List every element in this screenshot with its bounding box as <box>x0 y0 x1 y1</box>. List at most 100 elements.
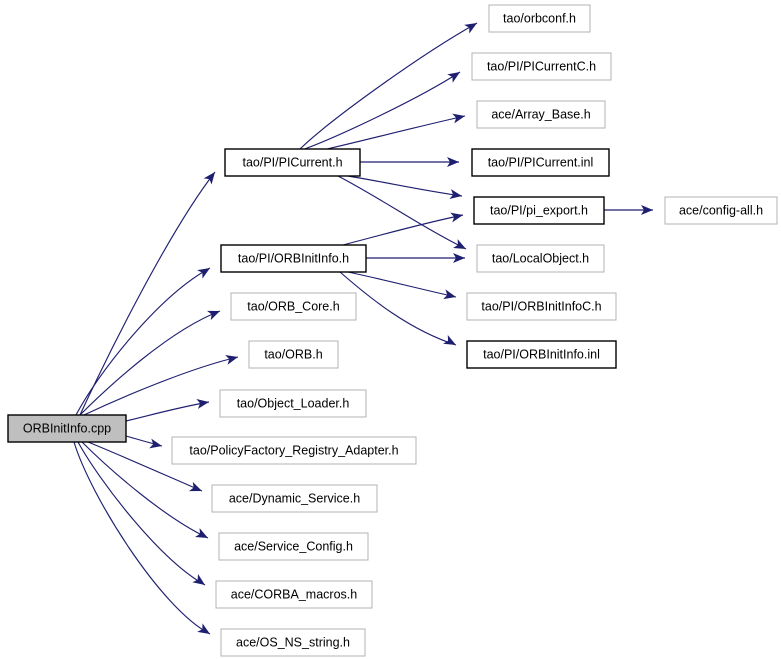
edge-picurrent-to-orbconf <box>299 22 478 150</box>
edge-root-to-orb_core <box>79 310 221 416</box>
node-picurrent_inl[interactable]: tao/PI/PICurrent.inl <box>471 148 610 177</box>
edge-line <box>299 22 478 150</box>
arrowhead-icon <box>464 23 477 34</box>
arrowhead-icon <box>641 205 653 215</box>
edge-line <box>79 171 216 416</box>
node-picurrent[interactable]: tao/PI/PICurrent.h <box>224 148 361 177</box>
node-box[interactable] <box>224 148 361 177</box>
arrowhead-icon <box>443 334 456 345</box>
arrowhead-icon <box>452 113 465 124</box>
arrowhead-icon <box>196 398 209 409</box>
edge-orbinitinfo_h-to-orbinitinfoc <box>347 271 457 300</box>
node-localobject[interactable]: tao/LocalObject.h <box>476 244 605 273</box>
edge-line <box>301 71 461 151</box>
node-box[interactable] <box>219 389 367 418</box>
edge-line <box>342 214 464 246</box>
node-box[interactable] <box>220 244 367 273</box>
edge-root-to-corba_macros <box>77 441 206 586</box>
node-box[interactable] <box>248 340 339 369</box>
node-box[interactable] <box>664 196 778 225</box>
node-box[interactable] <box>230 292 357 321</box>
edge-line <box>326 115 466 150</box>
nodes-layer: tao/orbconf.h tao/PI/PICurrentC.h ace/Arra… <box>7 4 778 657</box>
node-orbconf[interactable]: tao/orbconf.h <box>488 4 591 33</box>
arrowhead-icon <box>149 438 162 449</box>
arrowhead-icon <box>449 189 462 200</box>
edge-picurrent-to-array_base <box>326 113 466 150</box>
edge-root-to-dynamic_svc <box>87 441 203 492</box>
arrowhead-icon <box>195 528 208 538</box>
edge-orbinitinfo_h-to-localobject <box>366 253 465 263</box>
node-config_all[interactable]: ace/config-all.h <box>664 196 778 225</box>
node-service_config[interactable]: ace/Service_Config.h <box>218 532 369 561</box>
node-picurrentc[interactable]: tao/PI/PICurrentC.h <box>471 52 612 81</box>
node-box[interactable] <box>473 196 605 225</box>
node-policyfactory[interactable]: tao/PolicyFactory_Registry_Adapter.h <box>171 436 417 465</box>
edge-picurrent-to-localobject <box>337 175 467 250</box>
edge-line <box>75 267 211 416</box>
node-object_loader[interactable]: tao/Object_Loader.h <box>219 389 367 418</box>
edge-line <box>81 441 209 539</box>
edge-line <box>73 441 211 635</box>
node-box[interactable] <box>218 532 369 561</box>
arrowhead-icon <box>447 72 460 83</box>
node-os_ns_string[interactable]: ace/OS_NS_string.h <box>220 628 366 657</box>
arrowhead-icon <box>453 239 466 249</box>
edge-line <box>83 356 239 416</box>
node-root[interactable]: ORBInitInfo.cpp <box>7 414 127 443</box>
edge-line <box>347 175 463 197</box>
edge-line <box>79 310 221 416</box>
arrowhead-icon <box>447 157 459 167</box>
edges-layer <box>73 22 653 635</box>
edge-root-to-orbinitinfo_h <box>75 267 211 416</box>
node-box[interactable] <box>7 414 127 443</box>
node-box[interactable] <box>488 4 591 33</box>
node-orbinitinfoc[interactable]: tao/PI/ORBInitInfoC.h <box>466 292 617 321</box>
edge-root-to-policyfactory <box>125 435 163 449</box>
node-box[interactable] <box>466 340 617 369</box>
arrowhead-icon <box>453 253 465 263</box>
edge-root-to-object_loader <box>125 398 210 422</box>
edge-pi_export-to-config_all <box>604 205 653 215</box>
edge-root-to-os_ns_string <box>73 441 211 635</box>
node-dynamic_svc[interactable]: ace/Dynamic_Service.h <box>211 484 378 513</box>
edge-line <box>125 401 210 422</box>
arrowhead-icon <box>225 355 238 365</box>
arrowhead-icon <box>450 212 463 223</box>
arrowhead-icon <box>207 310 220 321</box>
edge-picurrent-to-picurrentc <box>301 71 461 151</box>
edge-orbinitinfo_h-to-orbinitinfo_inl <box>339 271 457 346</box>
arrowhead-icon <box>203 172 215 185</box>
node-box[interactable] <box>471 52 612 81</box>
edge-orbinitinfo_h-to-pi_export <box>342 212 464 246</box>
edge-picurrent-to-pi_export <box>347 175 463 200</box>
edge-line <box>77 441 206 586</box>
node-array_base[interactable]: ace/Array_Base.h <box>476 100 606 129</box>
edge-root-to-service_config <box>81 441 209 539</box>
arrowhead-icon <box>197 268 210 279</box>
edge-root-to-orb_h <box>83 355 239 416</box>
node-box[interactable] <box>211 484 378 513</box>
node-orbinitinfo_inl[interactable]: tao/PI/ORBInitInfo.inl <box>466 340 617 369</box>
node-corba_macros[interactable]: ace/CORBA_macros.h <box>215 580 373 609</box>
node-pi_export[interactable]: tao/PI/pi_export.h <box>473 196 605 225</box>
edge-line <box>339 271 457 346</box>
arrowhead-icon <box>197 623 210 634</box>
node-box[interactable] <box>466 292 617 321</box>
node-box[interactable] <box>215 580 373 609</box>
edge-line <box>347 271 457 298</box>
edge-root-to-picurrent <box>79 171 216 416</box>
node-orb_h[interactable]: tao/ORB.h <box>248 340 339 369</box>
edge-line <box>87 441 203 492</box>
node-orb_core[interactable]: tao/ORB_Core.h <box>230 292 357 321</box>
node-orbinitinfo_h[interactable]: tao/PI/ORBInitInfo.h <box>220 244 367 273</box>
arrowhead-icon <box>189 481 202 492</box>
node-box[interactable] <box>171 436 417 465</box>
node-box[interactable] <box>220 628 366 657</box>
node-box[interactable] <box>471 148 610 177</box>
node-box[interactable] <box>476 100 606 129</box>
node-box[interactable] <box>476 244 605 273</box>
arrowhead-icon <box>443 289 456 300</box>
